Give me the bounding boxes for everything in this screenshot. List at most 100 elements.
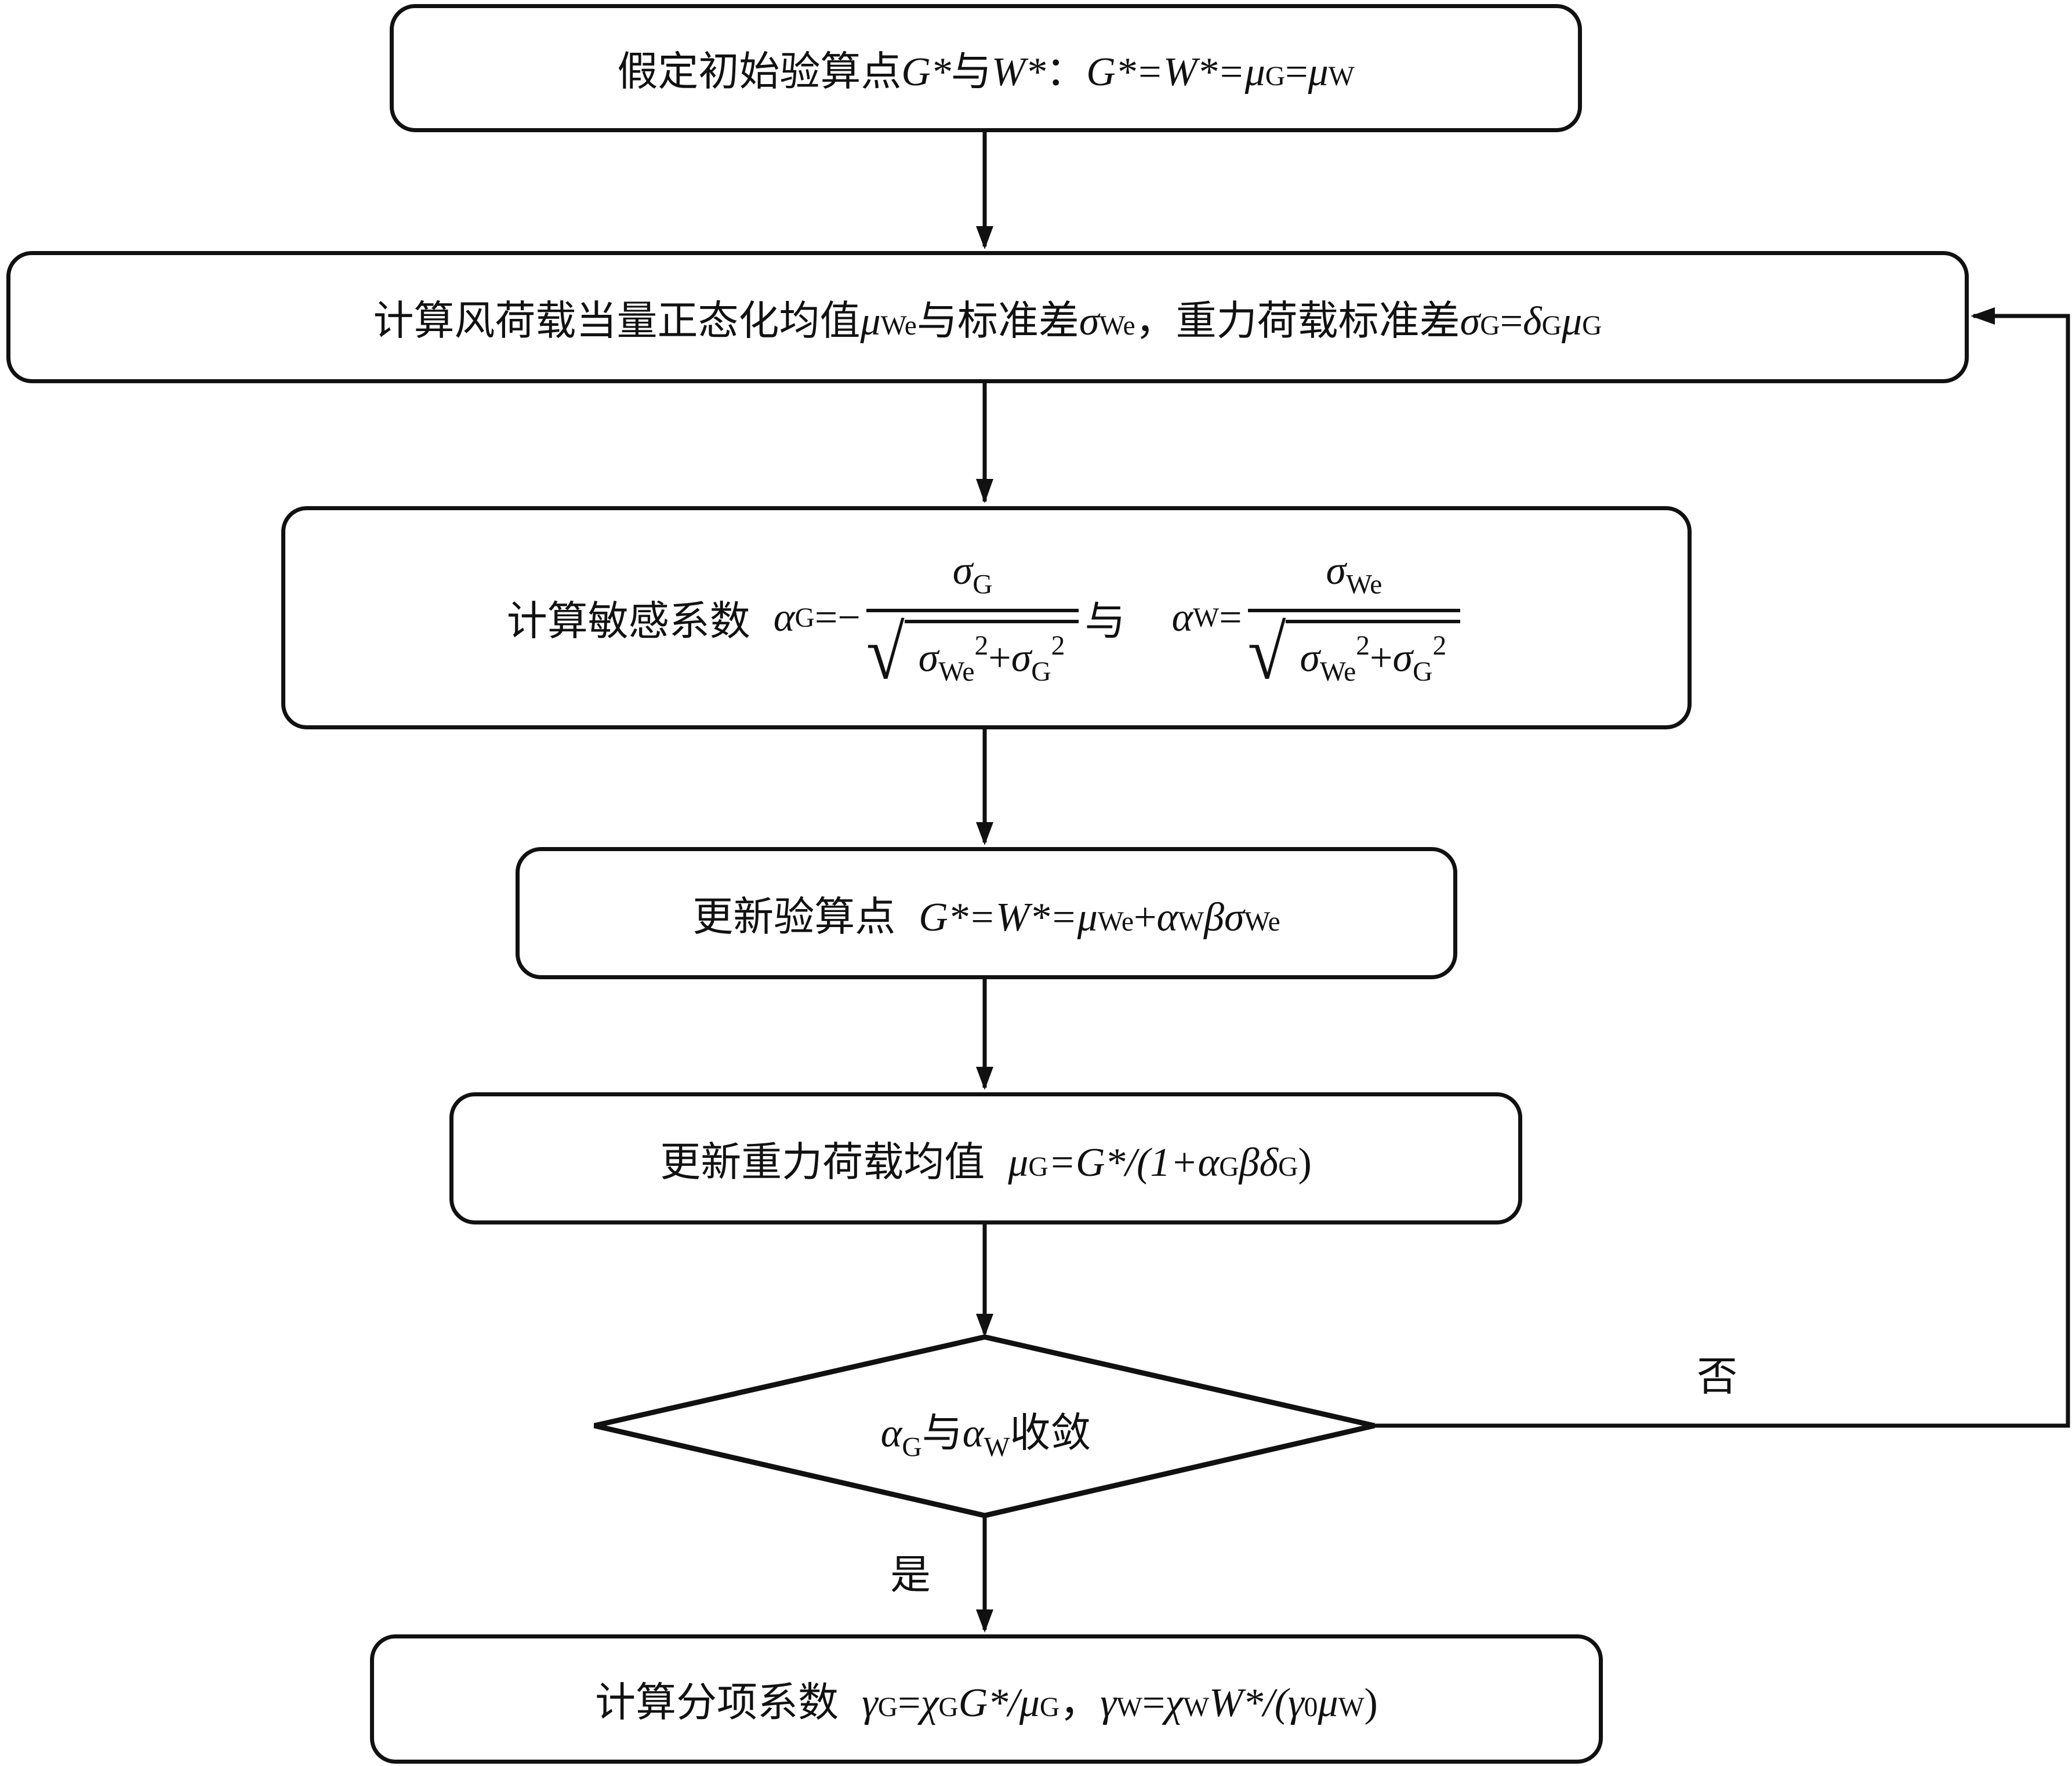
den2-sq2: 2: [1432, 630, 1447, 661]
arrowhead-4: [976, 1067, 993, 1090]
step2-sub-we: We: [880, 310, 917, 341]
step6-eq2: =: [1142, 1681, 1166, 1725]
step5-sub-g2: G: [1219, 1151, 1239, 1182]
arrowhead-3: [976, 822, 993, 845]
step2-sub-g: G: [1480, 310, 1500, 341]
yes-branch-label: 是: [890, 1553, 931, 1598]
den2-sq1: 2: [1356, 630, 1370, 661]
decision-and: 与: [921, 1411, 963, 1456]
alpha-g-fraction: σG √ σWe2+σG2: [866, 548, 1079, 695]
step1-eq: G*=W*=: [1086, 50, 1245, 95]
step1-sub-g: G: [1265, 61, 1286, 92]
step5-beta: β: [1239, 1140, 1260, 1185]
step4-sigma: σ: [1224, 895, 1244, 940]
fraction-bar: [866, 608, 1079, 612]
den2-sigma-g: σ: [1392, 635, 1413, 681]
alpha-g-numerator: σG: [941, 548, 1004, 609]
step4-sub-w: W: [1178, 906, 1204, 937]
den2-sigma-we: σ: [1300, 635, 1320, 681]
arrowhead-loop: [1971, 307, 1995, 325]
step2-comma: ，: [1135, 299, 1176, 344]
step6-chi-w: χ: [1165, 1681, 1184, 1725]
radical-icon-2: √: [1247, 610, 1286, 695]
step4-text: 更新验算点: [692, 895, 896, 940]
step4-sub-we: We: [1097, 906, 1134, 937]
step6-mu-g: μ: [1019, 1681, 1040, 1725]
step3-and: 与: [1084, 599, 1126, 644]
step2-text1: 计算风荷载当量正态化均值: [373, 299, 861, 344]
step1-eq2: =: [1285, 50, 1308, 95]
step6-gamma-w: γ: [1100, 1681, 1116, 1725]
step6-gamma-g: γ: [862, 1681, 878, 1725]
den-sub-g: G: [1031, 656, 1051, 687]
alpha-w-numerator: σWe: [1315, 548, 1394, 609]
den-sigma-we: σ: [918, 635, 939, 681]
alpha-w-fraction: σWe √ σWe2+σG2: [1247, 548, 1461, 695]
den-sub-we: We: [938, 656, 975, 687]
step1-mu: μ: [1244, 50, 1265, 95]
num2-sub-we: We: [1346, 569, 1382, 600]
alpha-g-denominator: √ σWe2+σG2: [866, 610, 1079, 695]
step4-alpha: α: [1156, 895, 1178, 940]
step5-alpha: α: [1198, 1140, 1220, 1185]
step5-delta: δ: [1259, 1140, 1279, 1185]
step3-sub-g: G: [794, 602, 815, 633]
step3-eq-neg: =−: [814, 595, 861, 640]
step6-comma: ，: [1059, 1681, 1101, 1725]
step6-gstar: G*/: [958, 1681, 1019, 1725]
num-sub-g: G: [973, 569, 993, 600]
step6-sub-g: G: [877, 1692, 898, 1723]
step2-sigma: σ: [1079, 299, 1099, 344]
step5-sub-g3: G: [1278, 1151, 1298, 1182]
step2-sigma2: σ: [1460, 299, 1480, 344]
radical-icon: √: [866, 610, 905, 695]
radicand-2: σWe2+σG2: [1286, 619, 1461, 688]
arrowhead-6: [976, 1609, 993, 1633]
step1-colon: ：: [1046, 50, 1087, 95]
decision-alpha-w: α: [962, 1411, 984, 1456]
alpha-w-denominator: √ σWe2+σG2: [1247, 610, 1461, 695]
arrowhead-2: [976, 479, 993, 503]
den2-plus: +: [1370, 635, 1393, 681]
step6-wstar: W*/(: [1209, 1681, 1289, 1725]
step1-gstar: G*: [901, 50, 951, 95]
step4-sub-we2: We: [1244, 906, 1280, 937]
step3-alpha-w: α: [1171, 595, 1193, 640]
step6-text: 计算分项系数: [595, 1681, 839, 1725]
no-branch-label: 否: [1697, 1355, 1737, 1400]
step3-sub-w: W: [1193, 602, 1220, 633]
num-sigma: σ: [952, 548, 973, 594]
step1-text: 假定初始验算点: [617, 50, 902, 95]
arrowhead-5: [976, 1314, 993, 1337]
step5-text: 更新重力荷载均值: [660, 1140, 985, 1185]
decision-alpha-g: α: [880, 1411, 902, 1456]
den-sq2: 2: [1051, 630, 1065, 661]
step3-eq: =: [1219, 595, 1242, 640]
step2-text3: 重力荷载标准差: [1175, 299, 1460, 344]
num2-sigma: σ: [1326, 548, 1347, 594]
step4-plus: +: [1133, 895, 1157, 940]
radicand: σWe2+σG2: [904, 619, 1079, 688]
step2-sub-g2: G: [1541, 310, 1562, 341]
step2-mu2: μ: [1561, 299, 1583, 344]
step6-sub-g3: G: [1039, 1692, 1060, 1723]
step5-eq: =G*/(1+: [1048, 1140, 1198, 1185]
step2-sub-we2: We: [1099, 310, 1135, 341]
step4-eq: G*=W*=: [919, 895, 1077, 940]
step5-close: ): [1298, 1140, 1312, 1185]
step3-text: 计算敏感系数: [506, 599, 750, 644]
fraction-bar-2: [1247, 608, 1461, 612]
loop-back-arrow: [1374, 314, 2070, 1428]
step4-beta: β: [1204, 895, 1224, 940]
arrowhead-1: [976, 226, 993, 249]
step6-mu-w: μ: [1318, 1681, 1338, 1725]
